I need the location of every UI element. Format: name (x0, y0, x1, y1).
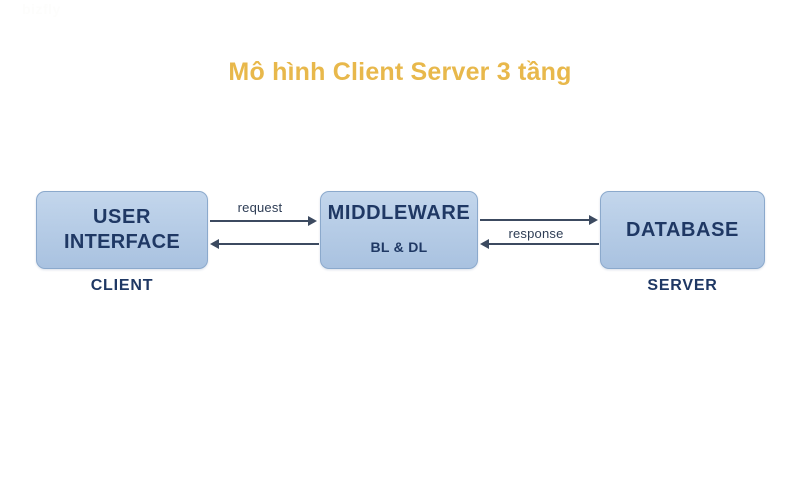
connector-request-label: request (237, 200, 283, 215)
connector-response-arrowhead-icon (480, 239, 489, 249)
connector-reply-left-arrowhead-icon (210, 239, 219, 249)
connector-forward-right-arrowhead-icon (589, 215, 598, 225)
connector-response-label: response (508, 226, 564, 241)
node-database: DATABASE (600, 191, 765, 269)
node-user-interface-line1: USER (93, 206, 151, 228)
page-title: Mô hình Client Server 3 tầng (228, 58, 572, 86)
connector-reply-left-line (219, 243, 319, 245)
caption-server: SERVER (647, 277, 718, 294)
connector-request-line (210, 220, 310, 222)
node-user-interface: USER INTERFACE (36, 191, 208, 269)
caption-client: CLIENT (90, 277, 154, 294)
node-middleware: MIDDLEWARE BL & DL (320, 191, 478, 269)
watermark-logo: bizfly (22, 1, 61, 17)
node-user-interface-line2: INTERFACE (63, 231, 181, 253)
node-middleware-line1: MIDDLEWARE (327, 201, 471, 224)
node-middleware-line2: BL & DL (370, 238, 428, 255)
connector-forward-right-line (480, 219, 590, 221)
connector-response-line (489, 243, 599, 245)
node-database-line1: DATABASE (626, 218, 739, 241)
connector-request-arrowhead-icon (308, 216, 317, 226)
